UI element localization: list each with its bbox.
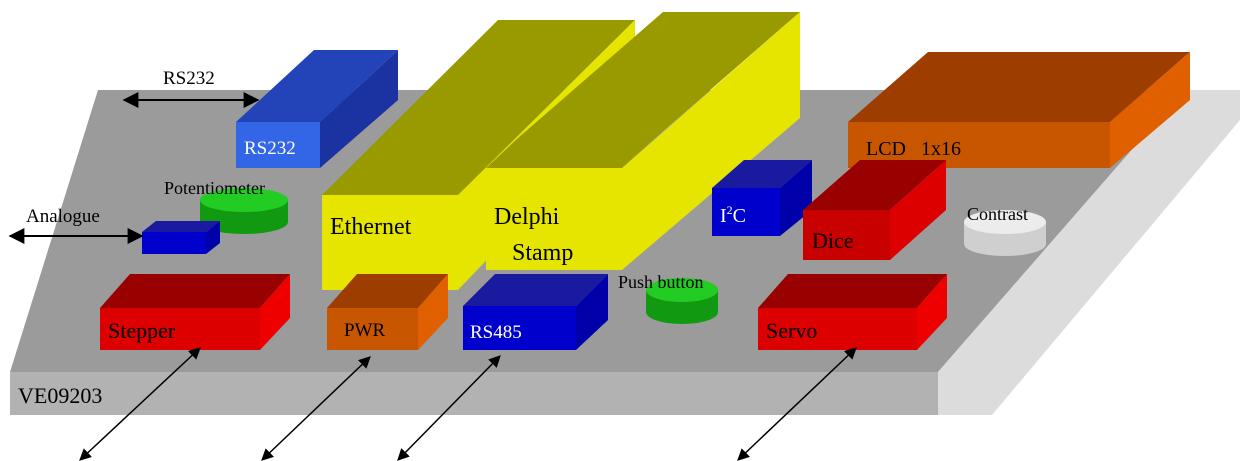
contrast-label: Contrast <box>967 204 1028 224</box>
delphi-stamp-module: Delphi Stamp <box>486 12 800 270</box>
i2c-module: I2C <box>712 160 812 236</box>
potentiometer-label: Potentiometer <box>164 178 265 198</box>
delphi-stamp-label-line2: Stamp <box>512 240 573 266</box>
lcd-module: LCD 1x16 <box>848 52 1190 168</box>
analogue-connector-label: Analogue <box>26 206 100 227</box>
ethernet-module-label: Ethernet <box>330 214 412 240</box>
rs232-module-label: RS232 <box>244 138 296 159</box>
board-side-face <box>938 90 1240 415</box>
delphi-stamp-label-line1: Delphi <box>494 204 560 230</box>
pwr-module-label: PWR <box>344 320 386 341</box>
board-front-face <box>10 372 938 415</box>
rs485-module: RS485 <box>463 274 608 350</box>
i2c-module-label: I2C <box>720 203 746 227</box>
rs485-module-label: RS485 <box>470 322 522 343</box>
contrast-knob: Contrast <box>964 204 1046 256</box>
rs232-module: RS232 <box>236 50 398 168</box>
stepper-connector-arrow <box>79 347 201 461</box>
analogue-connector: Analogue <box>8 206 144 244</box>
pwr-connector-arrow <box>261 356 371 461</box>
stepper-module: Stepper <box>100 274 290 350</box>
potentiometer-knob: Potentiometer <box>164 178 288 234</box>
rs232-connector: RS232 <box>122 68 260 108</box>
push-button-knob: Push button <box>618 272 718 324</box>
push-button-label: Push button <box>618 272 704 292</box>
lcd-module-label: LCD 1x16 <box>866 138 961 160</box>
servo-module: Servo <box>758 274 947 350</box>
servo-module-label: Servo <box>766 318 817 343</box>
servo-connector-arrow <box>737 347 857 461</box>
rs232-connector-label: RS232 <box>163 68 215 89</box>
board-label: VE09203 <box>18 383 102 408</box>
pwr-module: PWR <box>327 274 448 350</box>
dice-module-label: Dice <box>812 228 854 253</box>
dice-module: Dice <box>803 160 946 260</box>
rs485-connector-arrow <box>397 355 501 461</box>
analogue-module <box>142 221 220 254</box>
stepper-module-label: Stepper <box>108 318 176 343</box>
